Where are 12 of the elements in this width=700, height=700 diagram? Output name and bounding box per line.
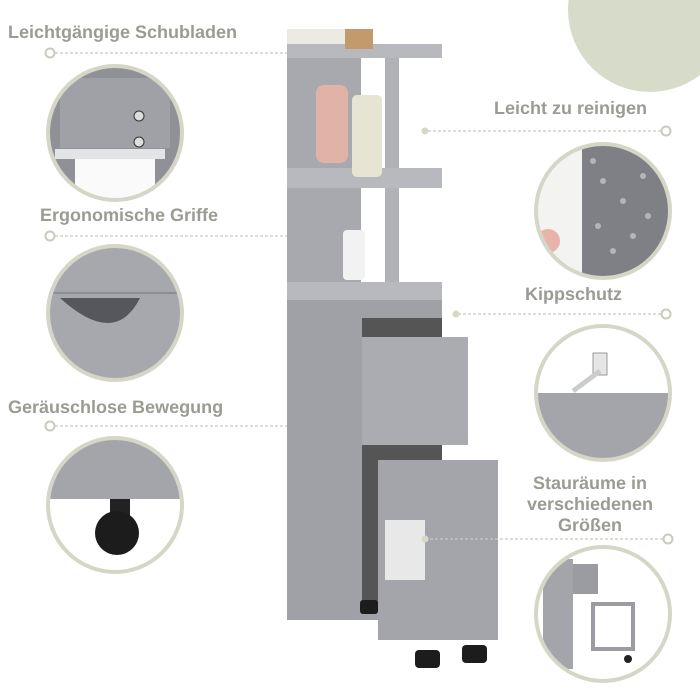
leader-line bbox=[452, 308, 672, 320]
leader-line bbox=[44, 48, 287, 58]
leader-line bbox=[422, 534, 674, 544]
feature-heading: Leichtgängige Schubladen bbox=[8, 22, 238, 43]
feature-heading: Ergonomische Griffe bbox=[40, 205, 220, 226]
leader-line bbox=[44, 420, 287, 432]
feature-heading: Geräuschlose Bewegung bbox=[8, 397, 224, 418]
leader-line bbox=[422, 126, 672, 136]
feature-heading: Stauräume in verschiedenen Größen bbox=[526, 473, 654, 536]
leader-line bbox=[44, 230, 287, 242]
feature-heading: Leicht zu reinigen bbox=[494, 98, 648, 119]
feature-heading: Kippschutz bbox=[525, 284, 623, 305]
